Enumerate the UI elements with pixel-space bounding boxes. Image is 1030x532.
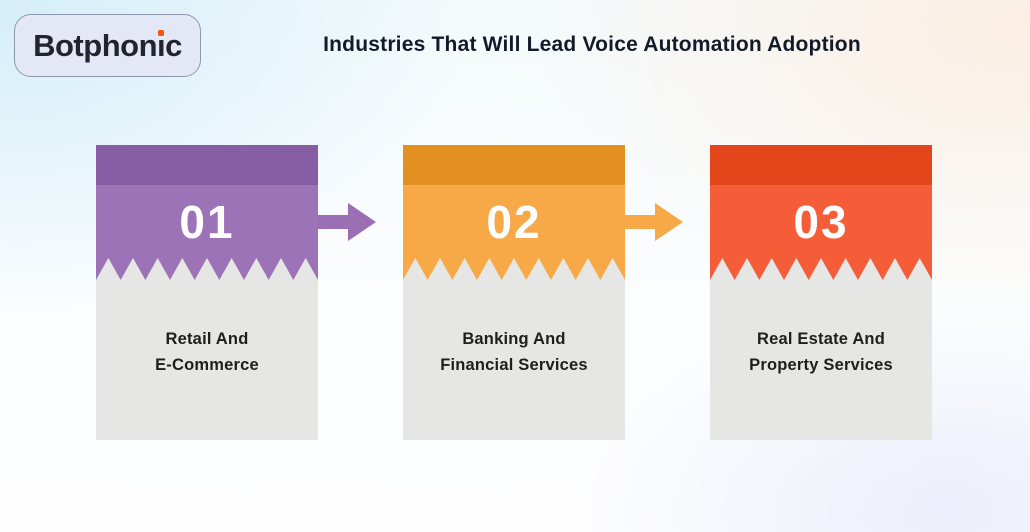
step-label-line1: Real Estate And [756, 330, 885, 348]
arrow-right-icon [318, 203, 376, 241]
page-title: Industries That Will Lead Voice Automati… [323, 33, 861, 56]
step-number: 02 [486, 195, 542, 248]
step-card-body: Real Estate And Property Services [710, 258, 932, 440]
step-card-header: 03 [710, 145, 932, 280]
step-label: Banking And Financial Services [440, 326, 588, 378]
step-card-top-band [710, 145, 932, 185]
step-label-line2: E-Commerce [155, 356, 259, 374]
step-number: 01 [179, 195, 235, 248]
logo-letter-i: ı [157, 27, 166, 63]
logo-i-dot-accent [158, 29, 165, 36]
step-card-header: 02 [403, 145, 625, 280]
step-label-line1: Retail And [165, 330, 249, 348]
step-number: 03 [793, 195, 849, 248]
step-label-line1: Banking And [462, 330, 566, 348]
step-card-body: Retail And E-Commerce [96, 258, 318, 440]
step-card-top-band [403, 145, 625, 185]
step-card-realestate: Real Estate And Property Services 03 [710, 145, 932, 440]
step-label: Real Estate And Property Services [749, 326, 893, 378]
step-card-top-band [96, 145, 318, 185]
logo-text-after-i: c [165, 27, 182, 63]
logo-text-before-i: Botphon [33, 27, 157, 63]
step-card-body: Banking And Financial Services [403, 258, 625, 440]
step-card-banking: Banking And Financial Services 02 [403, 145, 625, 440]
arrow-right-icon [625, 203, 683, 241]
step-label-line2: Financial Services [440, 356, 588, 374]
step-label: Retail And E-Commerce [155, 326, 259, 378]
step-card-header: 01 [96, 145, 318, 280]
step-label-line2: Property Services [749, 356, 893, 374]
step-card-retail: Retail And E-Commerce 01 [96, 145, 318, 440]
